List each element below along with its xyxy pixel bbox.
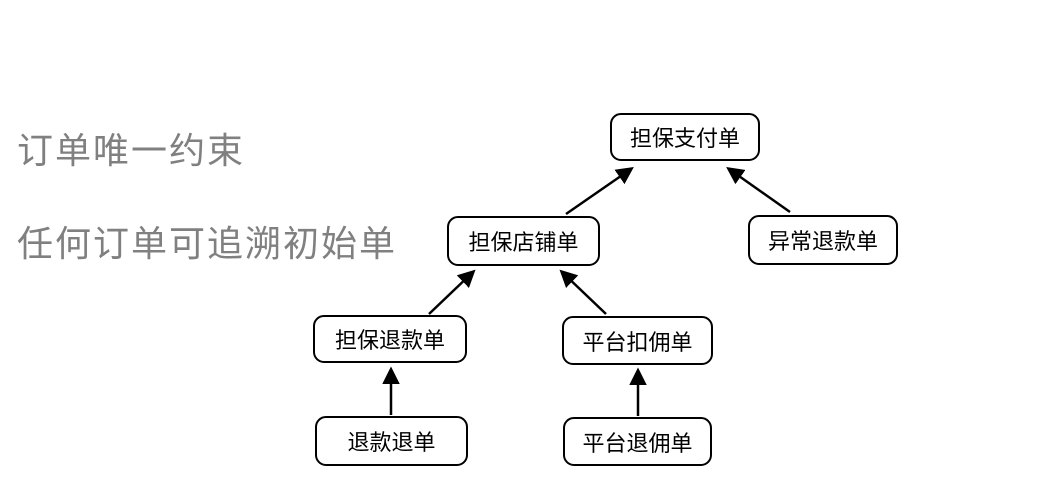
node-refund-chargeback-order: 退款退单 bbox=[315, 416, 468, 466]
edge-deduct-to-shop-arrow bbox=[559, 269, 607, 315]
edge-shop-to-payment-arrow bbox=[565, 167, 634, 216]
node-guarantee-refund-order: 担保退款单 bbox=[313, 315, 467, 363]
edge-abnormal-to-payment-arrow bbox=[726, 166, 791, 214]
node-abnormal-refund-order: 异常退款单 bbox=[748, 215, 898, 265]
node-platform-commission-deduct-order: 平台扣佣单 bbox=[562, 316, 713, 365]
annotation-order-traceable: 任何订单可追溯初始单 bbox=[17, 223, 398, 264]
node-platform-commission-refund-order: 平台退佣单 bbox=[563, 417, 712, 466]
edge-refund-to-shop-arrow bbox=[428, 269, 476, 315]
node-guarantee-payment-order: 担保支付单 bbox=[610, 113, 760, 161]
annotation-order-unique-constraint: 订单唯一约束 bbox=[17, 130, 246, 171]
node-guarantee-shop-order: 担保店铺单 bbox=[447, 216, 600, 266]
